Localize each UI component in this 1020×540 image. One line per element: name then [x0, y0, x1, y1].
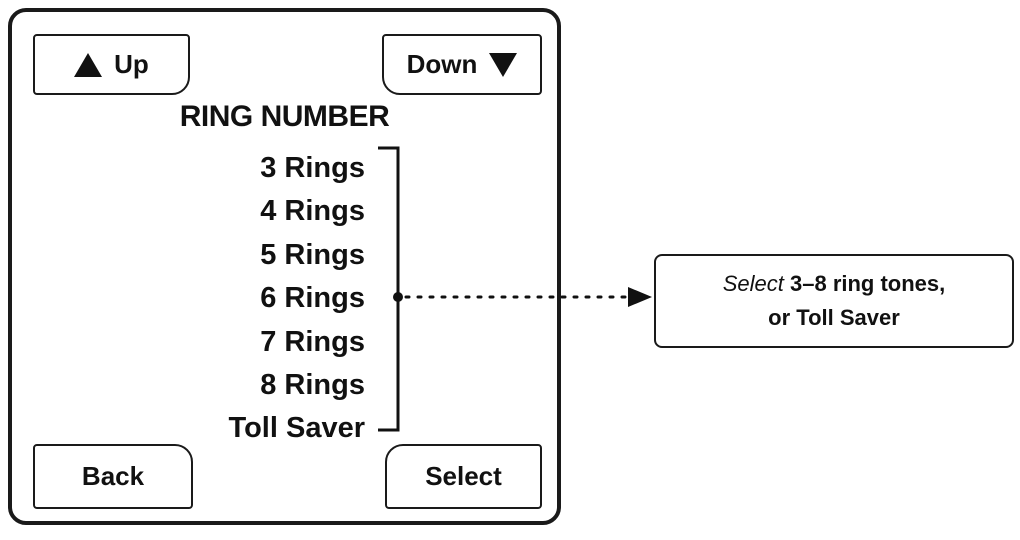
triangle-down-icon	[489, 52, 518, 77]
triangle-up-icon	[74, 52, 103, 77]
back-button-label: Back	[81, 461, 145, 491]
option-6-rings[interactable]: 6 Rings	[260, 282, 365, 315]
ring-options-list: 3 Rings 4 Rings 5 Rings 6 Rings 7 Rings …	[229, 147, 365, 451]
option-toll-saver[interactable]: Toll Saver	[228, 412, 365, 445]
down-button[interactable]: Down	[382, 34, 542, 95]
down-button-label: Down	[406, 49, 478, 79]
page-title: RING NUMBER	[179, 100, 390, 133]
callout-verb: Select	[722, 271, 784, 296]
option-5-rings[interactable]: 5 Rings	[260, 238, 365, 271]
callout-line-1: Select 3–8 ring tones,	[723, 267, 946, 301]
up-button[interactable]: Up	[33, 34, 190, 95]
callout-box: Select 3–8 ring tones, or Toll Saver	[654, 254, 1014, 348]
back-button[interactable]: Back	[33, 444, 193, 509]
option-7-rings[interactable]: 7 Rings	[260, 325, 365, 358]
phone-screen: Up Down RING NUMBER 3 Rings 4 Rings 5 Ri…	[8, 8, 561, 525]
callout-range: 3–8 ring tones,	[790, 271, 946, 296]
option-8-rings[interactable]: 8 Rings	[260, 368, 365, 401]
option-4-rings[interactable]: 4 Rings	[260, 195, 365, 228]
arrow-head-icon	[628, 287, 652, 307]
select-button-label: Select	[425, 461, 502, 491]
option-3-rings[interactable]: 3 Rings	[260, 152, 365, 184]
options-bracket	[378, 146, 400, 432]
select-button[interactable]: Select	[385, 444, 542, 509]
bracket-dot	[393, 292, 403, 302]
up-button-label: Up	[114, 49, 149, 79]
callout-line-2: or Toll Saver	[768, 305, 900, 330]
